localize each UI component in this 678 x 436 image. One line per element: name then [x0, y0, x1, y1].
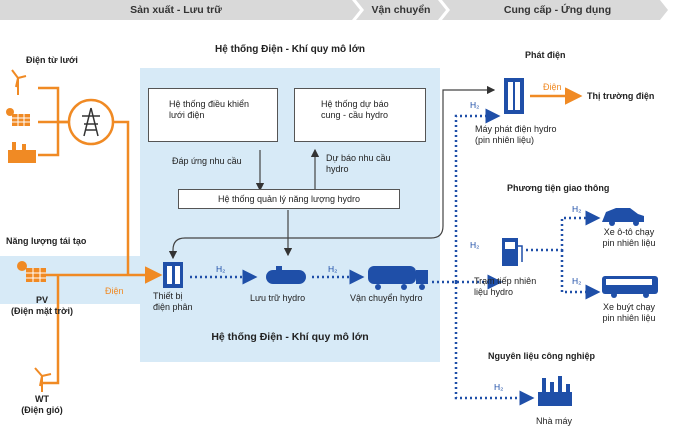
h2-label: H₂: [494, 382, 504, 392]
fuel-station-icon: [502, 238, 523, 266]
fcv-label: Xe ô-tô chạy pin nhiên liệu: [602, 227, 656, 248]
h2-label: H₂: [470, 100, 480, 110]
pv-label: PV (Điện mặt trời): [11, 295, 73, 316]
transport-label: Vận chuyển hydro: [350, 293, 423, 303]
fc-bus-icon: [602, 276, 658, 298]
storage-label: Lưu trữ hydro: [250, 293, 306, 303]
pv-icon: [17, 261, 46, 282]
electrolyzer-icon: [163, 262, 183, 288]
electricity-output-label: Điện: [543, 82, 562, 92]
h2-label: H₂: [572, 276, 582, 286]
header-production-storage: Sản xuất - Lưu trữ: [130, 4, 222, 16]
grid-control-box: Hệ thống điều khiển lưới điện: [148, 88, 278, 142]
h2-label: H₂: [328, 264, 338, 274]
wind-turbine-icon: [11, 69, 27, 95]
factory-label: Nhà máy: [536, 416, 573, 426]
industry-title: Nguyên liệu công nghiệp: [488, 351, 596, 361]
control-lines: [168, 85, 496, 260]
h2-label: H₂: [216, 264, 226, 274]
solar-panel-icon: [6, 108, 30, 126]
system-title-top: Hệ thống Điện - Khí quy mô lớn: [215, 44, 365, 55]
fuel-station-label: Trạm tiếp nhiên liệu hydro: [474, 276, 537, 297]
header-transport: Vận chuyển: [371, 4, 431, 16]
demand-response-label: Đáp ứng nhu cầu: [172, 156, 242, 166]
wt-label: WT (Điện gió): [21, 394, 63, 415]
power-lines: [38, 86, 583, 385]
electricity-label: Điện: [105, 286, 124, 296]
system-title-bottom: Hệ thống Điện - Khí quy mô lớn: [211, 331, 369, 343]
vehicles-title: Phương tiện giao thông: [507, 183, 610, 193]
h2-label: H₂: [572, 204, 582, 214]
factory-icon: [538, 376, 572, 406]
renewable-energy-label: Năng lượng tái tạo: [6, 236, 87, 246]
grid-power-label: Điện từ lưới: [26, 55, 78, 65]
header-bar: [0, 0, 668, 20]
power-generation-title: Phát điện: [525, 50, 566, 60]
fc-bus-label: Xe buýt chạy pin nhiên liệu: [602, 302, 656, 323]
energy-management-box: Hệ thống quản lý năng lượng hydro: [178, 189, 400, 209]
factory-power-icon: [8, 142, 36, 163]
storage-tank-icon: [266, 266, 306, 284]
fuel-cell-generator-label: Máy phát điện hydro (pin nhiên liệu): [475, 124, 557, 145]
power-market-label: Thị trường điện: [587, 91, 655, 101]
transmission-tower-icon: [67, 98, 115, 146]
wind-turbine-icon-2: [34, 367, 52, 392]
header-supply-application: Cung cấp - Ứng dụng: [503, 4, 612, 16]
h2-label: H₂: [470, 240, 480, 250]
electrolyzer-label: Thiết bị điện phân: [153, 291, 193, 312]
tanker-truck-icon: [368, 266, 428, 290]
fuel-cell-generator-icon: [504, 78, 524, 114]
forecast-box: Hệ thống dự báo cung - cầu hydro: [294, 88, 426, 142]
hydrogen-lines: [190, 108, 601, 406]
fcv-car-icon: [602, 208, 644, 226]
demand-forecast-label: Dự báo nhu cầu hydro: [326, 153, 391, 174]
